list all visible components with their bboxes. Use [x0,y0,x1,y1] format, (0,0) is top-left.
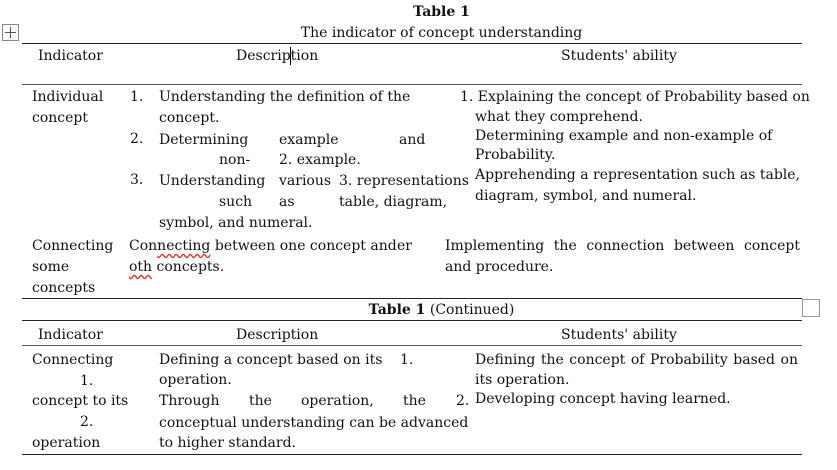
desc-item2-number: 2. [130,131,144,147]
row2-desc-misspelled-2[interactable]: oth [129,259,153,275]
cont-desc-line1-number: 1. [400,352,414,368]
cont-ability-line3: Developing concept having learned. [475,391,731,407]
table-bottom-rule [22,298,802,299]
row2-desc-part3: between one concept and [210,238,397,254]
ability-line1: 1. Explaining the concept of Probability… [460,89,810,105]
cont-desc-line3-word2: the [249,393,272,409]
table-resize-box[interactable] [802,299,820,317]
cont-header-students-ability: Students' ability [561,327,677,343]
continued-title-bold: Table 1 [368,302,426,318]
cont-desc-line3-word1: Through [159,393,220,409]
cont-desc-line3-word3: operation, [301,393,374,409]
table-header-rule [22,84,802,85]
row2-indicator-line2: some [32,259,70,275]
row2-desc-misspelled[interactable]: necting [157,238,211,254]
ability-line5: Apprehending a representation such as ta… [475,167,801,183]
desc-item2-word3: and [399,132,426,148]
cont-desc-line1: Defining a concept based on its [159,352,383,368]
cont-ability-line1: Defining the concept of Probability base… [475,352,798,368]
text-cursor [290,47,291,65]
desc-item3-line2a: such [219,194,253,210]
table-move-handle-icon[interactable] [2,24,19,41]
cont-ind-line5: operation [32,435,101,451]
table-top-rule [22,43,802,44]
desc-item2-line2a: non- [219,152,251,168]
row1-indicator-line2: concept [32,110,88,126]
cont-header-rule [22,345,802,346]
ability-line3: Determining example and non-example of [475,128,773,144]
cont-ind-line1: Connecting [32,352,114,368]
row2-desc-part1: Con [129,238,158,254]
desc-item3-word2: various [279,173,332,189]
cont-header-description: Description [236,327,319,343]
row2-indicator-line1: Connecting [32,238,114,254]
cont-desc-line3-number: 2. [456,393,470,409]
cont-ind-line4: 2. [80,414,94,430]
header-indicator: Indicator [38,48,103,64]
desc-item3-word1: Understanding [159,173,266,189]
cont-ind-line2: 1. [80,373,94,389]
cont-ind-line3: concept to its [32,393,129,409]
cont-bottom-rule [22,454,802,455]
cont-desc-line5: to higher standard. [159,435,296,451]
desc-item3-line2c: table, diagram, [339,194,448,210]
header-students-ability: Students' ability [561,48,677,64]
cont-ability-line2: its operation. [475,372,570,388]
desc-item3-word3: 3. representations [339,173,469,189]
cont-header-indicator: Indicator [38,327,103,343]
cont-desc-line2: operation. [159,372,232,388]
row2-ability-line2: and procedure. [445,259,554,275]
row2-indicator-line3: concepts [32,280,96,296]
desc-item3-number: 3. [130,172,144,188]
row2-desc-line1: Connecting between one concept and [129,236,397,256]
continued-title-rest: (Continued) [429,302,515,318]
desc-item3-line3: symbol, and numeral. [159,215,313,231]
desc-item2-line2b: 2. example. [279,152,361,168]
row2-ability-line1: Implementing the connection between conc… [445,238,800,254]
desc-item1-line1: Understanding the definition of the [159,89,411,105]
table-caption: The indicator of concept understanding [300,25,583,41]
desc-item1-number: 1. [130,89,144,105]
table-title: Table 1 [413,4,470,20]
desc-item3-line2b: as [279,194,295,210]
continued-title: Table 1 (Continued) [0,300,837,320]
ability-line2: what they comprehend. [475,109,643,125]
desc-item1-line2: concept. [159,110,220,126]
cont-desc-line3-word4: the [403,393,426,409]
row2-desc-part4: concepts. [152,259,225,275]
cont-top-rule [22,320,802,321]
header-description: Description [236,48,319,64]
desc-item2-word1: Determining [159,132,249,148]
row2-desc-fragment-er: er [397,238,412,254]
cont-desc-line4: conceptual understanding can be advanced [159,415,469,431]
ability-line4: Probability. [475,147,556,163]
row2-desc-line2: oth concepts. [129,257,224,277]
desc-item2-word2: example [279,132,339,148]
row1-indicator-line1: Individual [32,89,104,105]
ability-line6: diagram, symbol, and numeral. [475,188,697,204]
